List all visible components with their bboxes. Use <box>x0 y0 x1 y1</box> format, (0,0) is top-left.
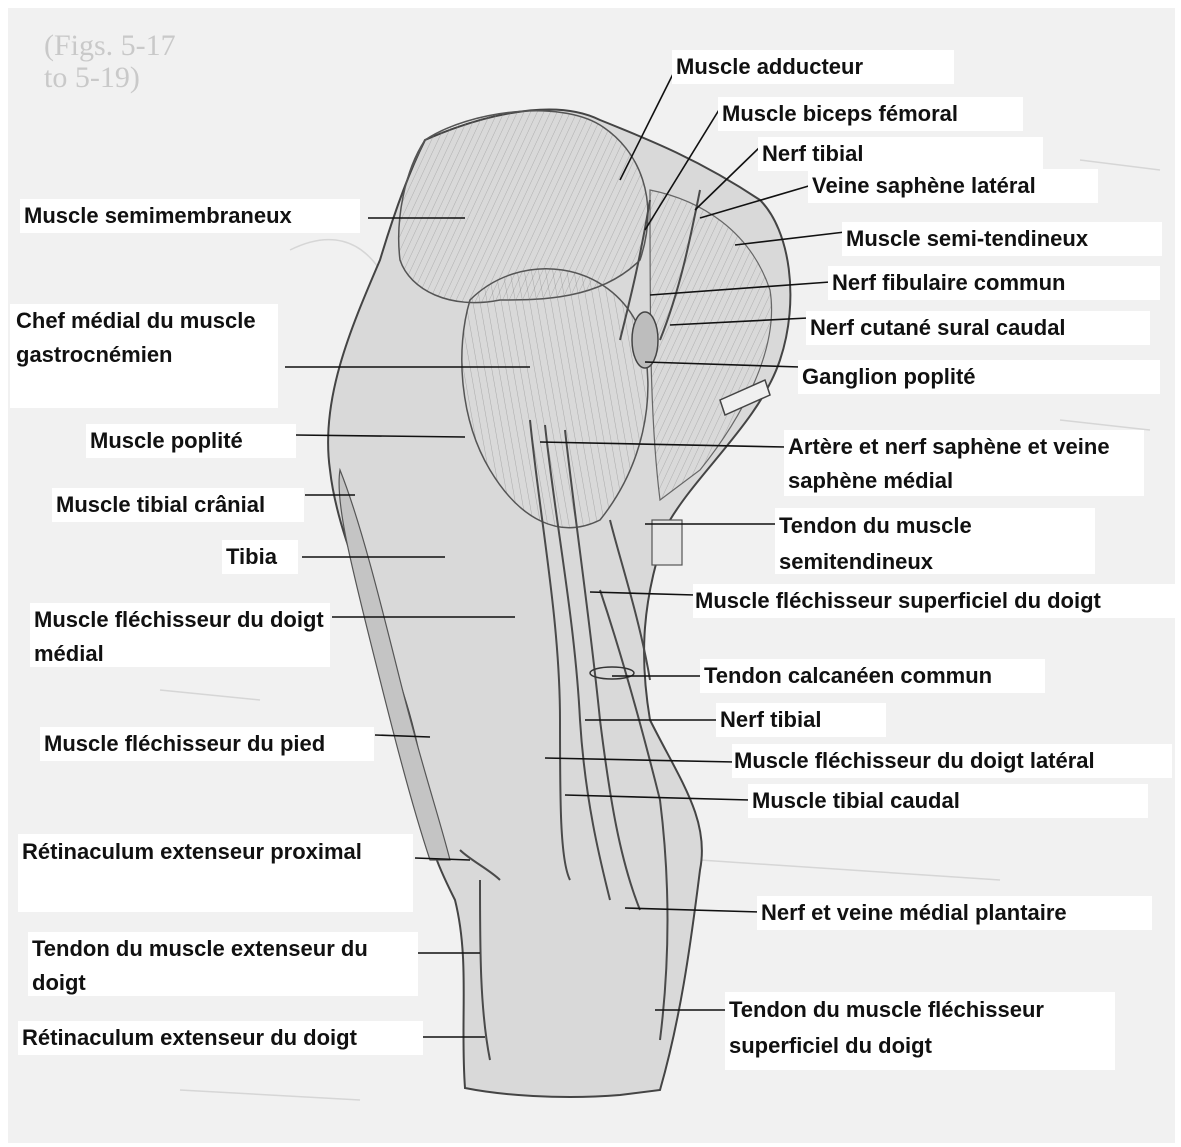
label-nerf-tibial-top: Nerf tibial <box>758 137 1043 171</box>
label-tendon-calcaneen: Tendon calcanéen commun <box>700 659 1045 693</box>
label-flechisseur-doigt-medial: Muscle fléchisseur du doigt médial <box>30 603 330 667</box>
ghost-line-1: (Figs. 5-17 <box>44 30 176 62</box>
reflected-tendon <box>652 520 682 565</box>
ghost-line-2: to 5-19) <box>44 62 176 94</box>
label-tendon-semitendineux: Tendon du muscle semitendineux <box>775 508 1095 574</box>
label-retinaculum-proximal: Rétinaculum extenseur proximal <box>18 834 413 912</box>
label-artere-nerf-saphene: Artère et nerf saphène et veine saphène … <box>784 430 1144 496</box>
label-nerf-tibial-low: Nerf tibial <box>716 703 886 737</box>
label-flechisseur-doigt-lateral: Muscle fléchisseur du doigt latéral <box>732 744 1172 778</box>
label-muscle-tibial-caudal: Muscle tibial caudal <box>748 784 1148 818</box>
label-flechisseur-pied: Muscle fléchisseur du pied <box>40 727 374 761</box>
label-muscle-biceps-femoral: Muscle biceps fémoral <box>718 97 1023 131</box>
label-veine-saphene-laterale: Veine saphène latéral <box>808 169 1098 203</box>
label-nerf-fibulaire-commun: Nerf fibulaire commun <box>828 266 1160 300</box>
label-ganglion-poplite: Ganglion poplité <box>798 360 1160 394</box>
label-nerf-veine-medial-plantaire: Nerf et veine médial plantaire <box>757 896 1152 930</box>
label-muscle-poplite: Muscle poplité <box>86 424 296 458</box>
ghost-page-text: (Figs. 5-17 to 5-19) <box>44 30 176 94</box>
label-tendon-extenseur-doigt: Tendon du muscle extenseur du doigt <box>28 932 418 996</box>
label-retinaculum-doigt: Rétinaculum extenseur du doigt <box>18 1021 423 1055</box>
label-tendon-flechisseur-superficiel: Tendon du muscle fléchisseur superficiel… <box>725 992 1115 1070</box>
label-flechisseur-superficiel: Muscle fléchisseur superficiel du doigt <box>693 584 1176 618</box>
label-muscle-adducteur: Muscle adducteur <box>672 50 954 84</box>
label-chef-medial-gastrocnemien: Chef médial du muscle gastrocnémien <box>10 304 278 408</box>
label-tibia: Tibia <box>222 540 298 574</box>
label-muscle-tibial-cranial: Muscle tibial crânial <box>52 488 304 522</box>
label-nerf-cutane-sural-caudal: Nerf cutané sural caudal <box>806 311 1150 345</box>
ganglion-shape <box>632 312 658 368</box>
label-muscle-semimembraneux: Muscle semimembraneux <box>20 199 360 233</box>
label-muscle-semi-tendineux: Muscle semi-tendineux <box>842 222 1162 256</box>
